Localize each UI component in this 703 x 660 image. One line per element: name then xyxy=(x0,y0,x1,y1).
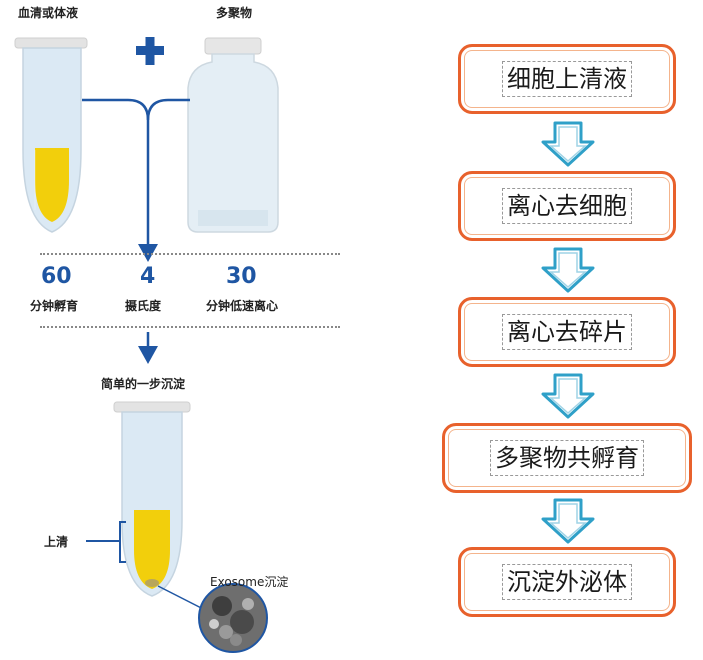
flow-step-5-text: 沉淀外泌体 xyxy=(502,564,632,600)
divider-bottom xyxy=(40,326,340,328)
flow-arrow-2 xyxy=(541,247,595,293)
flow-arrow-4 xyxy=(541,498,595,544)
flow-step-2: 离心去细胞 xyxy=(458,171,676,241)
step-label-2: 摄氏度 xyxy=(125,299,162,313)
flow-step-1-text: 细胞上清液 xyxy=(502,61,632,97)
divider-top xyxy=(40,253,340,255)
step-value-2: 4 xyxy=(140,264,156,289)
precip-tube xyxy=(113,401,191,597)
exosome-label: Exosome沉淀 xyxy=(210,575,289,589)
serum-label: 血清或体液 xyxy=(18,6,79,20)
flow-arrow-3 xyxy=(541,373,595,419)
flow-step-5: 沉淀外泌体 xyxy=(458,547,676,617)
step-label-1: 分钟孵育 xyxy=(30,299,79,313)
plus-icon xyxy=(136,37,164,65)
step-value-3: 30 xyxy=(226,264,257,289)
polymer-bottle xyxy=(187,37,279,233)
supernatant-bracket xyxy=(86,521,126,563)
connector-lines xyxy=(82,98,190,246)
flow-arrow-1 xyxy=(541,121,595,167)
precip-label: 简单的一步沉淀 xyxy=(101,377,186,391)
polymer-label: 多聚物 xyxy=(216,6,253,20)
exosome-magnifier xyxy=(198,583,268,653)
flow-step-4: 多聚物共孵育 xyxy=(442,423,692,493)
flow-step-1: 细胞上清液 xyxy=(458,44,676,114)
flow-step-3: 离心去碎片 xyxy=(458,297,676,367)
flow-step-3-text: 离心去碎片 xyxy=(502,314,632,350)
step-value-1: 60 xyxy=(41,264,72,289)
supernatant-label: 上清 xyxy=(44,535,69,549)
down-arrow-2 xyxy=(138,346,158,364)
serum-tube xyxy=(14,37,88,233)
flow-step-2-text: 离心去细胞 xyxy=(502,188,632,224)
step-label-3: 分钟低速离心 xyxy=(206,299,279,313)
flow-step-4-text: 多聚物共孵育 xyxy=(490,440,644,476)
